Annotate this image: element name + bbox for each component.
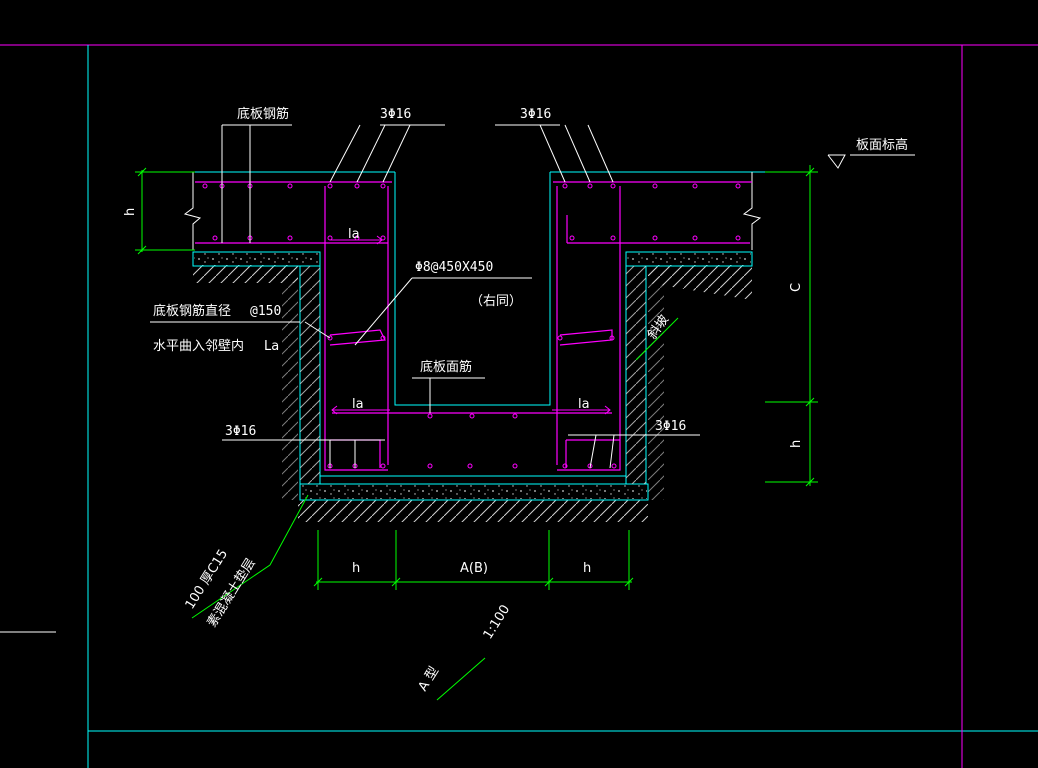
concrete-outline: [142, 171, 810, 501]
rebar-dot: [202, 183, 208, 189]
rebar-dot: [611, 463, 617, 469]
rebar-dot: [692, 183, 698, 189]
dim-h-right: h: [583, 561, 591, 576]
label-same-right: （右同）: [470, 294, 522, 309]
sheet-frame: [0, 44, 1038, 768]
label-bottom-rebar-dia: 底板钢筋直径: [153, 303, 231, 319]
scale-label: 1:100: [481, 602, 514, 642]
break-marks: [183, 172, 762, 250]
rebar-dot: [427, 463, 433, 469]
rebar-dot: [380, 235, 386, 241]
dim-h-left: h: [352, 561, 360, 576]
rebar-dot: [327, 335, 333, 341]
leader-lines: [150, 124, 915, 469]
rebar-dot: [735, 183, 741, 189]
rebar-dot: [287, 235, 293, 241]
label-la-side: La: [264, 339, 279, 354]
label-bottom-rebar: 底板钢筋: [237, 106, 289, 122]
label-spacing: @150: [250, 304, 281, 319]
rebar-dot: [652, 235, 658, 241]
rebar-dot: [327, 235, 333, 241]
rebar-dot: [380, 463, 386, 469]
label-stirrup-spec: Φ8@450X450: [415, 260, 493, 275]
rebar-dot: [610, 235, 616, 241]
rebar-dot: [467, 463, 473, 469]
rebar-dot: [609, 335, 615, 341]
label-bottom-face-bar: 底板面筋: [420, 359, 472, 375]
rebar-dot: [354, 183, 360, 189]
rebar-dot: [569, 235, 575, 241]
label-slab-elevation: 板面标高: [856, 137, 908, 153]
rebar-dot: [287, 183, 293, 189]
dim-h-side: h: [789, 440, 804, 448]
rebar-dot: [380, 335, 386, 341]
rebar-dot: [652, 183, 658, 189]
rebar-dot: [735, 235, 741, 241]
dimension-lines: [135, 165, 818, 701]
type-title: A 型: [416, 664, 443, 694]
rebar-dot: [212, 235, 218, 241]
dim-h-top: h: [123, 208, 138, 216]
wall-hatch: [300, 266, 646, 484]
rebar-dot: [587, 183, 593, 189]
rebar-dot: [610, 183, 616, 189]
rebar-dot: [427, 413, 433, 419]
cushion-texture: [194, 253, 751, 499]
rebar-dot: [562, 183, 568, 189]
dim-width: A(B): [460, 561, 488, 576]
rebar-dot: [562, 463, 568, 469]
rebar-dot: [512, 463, 518, 469]
rebar-dot: [469, 413, 475, 419]
labels: 底板钢筋 3Φ16 3Φ16 板面标高 la Φ8@450X450 （右同） 底…: [123, 106, 908, 694]
label-la-right: la: [578, 397, 590, 412]
label-la-left: la: [352, 397, 364, 412]
label-la-upper: la: [348, 227, 360, 242]
label-bend-into-wall: 水平曲入邻壁内: [153, 338, 244, 354]
label-bottom-bars-right: 3Φ16: [655, 419, 686, 434]
label-top-bars-left: 3Φ16: [380, 107, 411, 122]
rebar-dot: [692, 235, 698, 241]
rebar-dot: [557, 335, 563, 341]
rebar-dot: [380, 183, 386, 189]
label-top-bars-right: 3Φ16: [520, 107, 551, 122]
rebar-lines: [195, 181, 752, 471]
rebar-dot: [354, 235, 360, 241]
rebar-dot: [327, 183, 333, 189]
soil-hatching: [193, 265, 752, 522]
dim-c: C: [789, 283, 804, 292]
label-bottom-bars-left: 3Φ16: [225, 424, 256, 439]
rebar-dot: [512, 413, 518, 419]
